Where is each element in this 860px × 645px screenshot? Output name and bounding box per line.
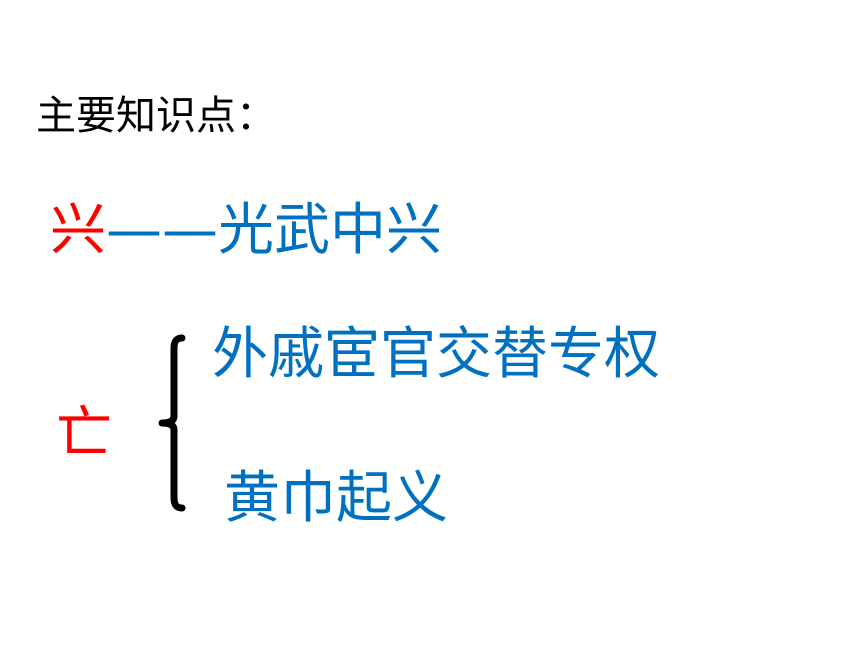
rise-description: 光武中兴: [218, 198, 442, 263]
fall-cause-2: 黄巾起义: [224, 466, 448, 531]
fall-cause-1: 外戚宦官交替专权: [212, 322, 660, 387]
rise-character: 兴: [50, 198, 106, 263]
slide-heading: 主要知识点：: [36, 93, 276, 139]
fall-character: 亡: [56, 401, 112, 466]
rise-row: 兴——光武中兴: [50, 198, 442, 264]
rise-dash: ——: [106, 198, 218, 263]
left-brace-icon: [158, 334, 186, 512]
